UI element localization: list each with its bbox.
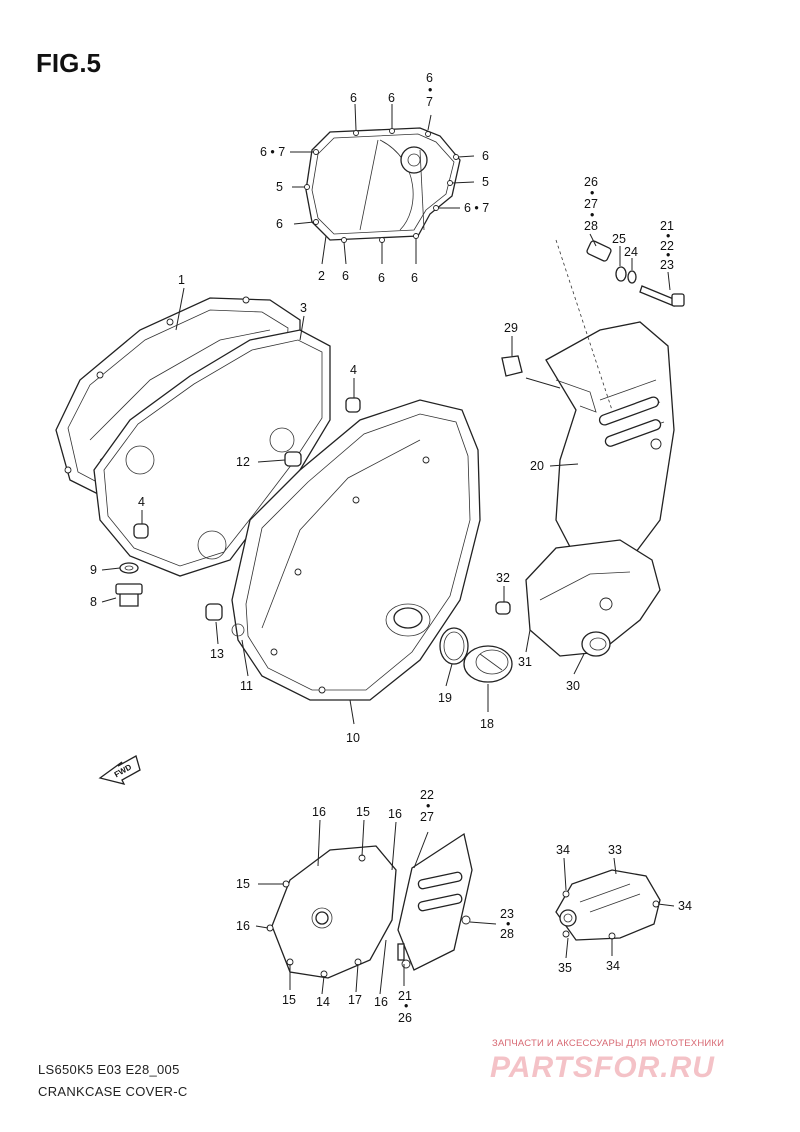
callout-22: 22 (420, 788, 434, 802)
leader-lines (101, 103, 675, 995)
callout-18: 18 (480, 717, 494, 731)
watermark-tagline: ЗАПЧАСТИ И АКСЕССУАРЫ ДЛЯ МОТОТЕХНИКИ (492, 1038, 725, 1049)
small-cover-part-33 (555, 869, 661, 941)
callout-20: 20 (530, 459, 544, 473)
callout-4: 4 (350, 363, 357, 377)
callout-33: 33 (608, 843, 622, 857)
callout-dot: • (428, 83, 432, 97)
callout-dot: • (506, 917, 510, 931)
callout-27: 27 (420, 810, 434, 824)
callout-29: 29 (504, 321, 518, 335)
callout-15: 15 (356, 805, 370, 819)
watermark-brand: PARTSFOR.RU (490, 1051, 715, 1084)
crankcase-gasket-part-3 (93, 329, 331, 577)
callout-5: 5 (482, 175, 489, 189)
callout-dot: • (666, 248, 670, 262)
crankcase-cover-part-10 (231, 399, 481, 701)
callout-6: 6 (350, 91, 357, 105)
dowel-part-12 (284, 451, 302, 467)
callout-28: 28 (584, 219, 598, 233)
callout-dot: • (426, 799, 430, 813)
cap-nut-part-29 (501, 355, 523, 377)
dowel-pins-part-4 (133, 397, 361, 539)
section-title: CRANKCASE COVER-C (38, 1084, 188, 1099)
callout-6: 6 (426, 71, 433, 85)
callout-15: 15 (236, 877, 250, 891)
callout-25: 25 (612, 232, 626, 246)
callout-6-7: 6 • 7 (464, 201, 489, 215)
callout-27: 27 (584, 197, 598, 211)
callout-6-7: 6 • 7 (260, 145, 285, 159)
callout-16: 16 (374, 995, 388, 1009)
callout-dot: • (666, 229, 670, 243)
callout-10: 10 (346, 731, 360, 745)
callout-26: 26 (398, 1011, 412, 1025)
callout-3: 3 (300, 301, 307, 315)
collar-part-28 (586, 240, 612, 262)
callout-6: 6 (378, 271, 385, 285)
bracket-part-31 (525, 539, 661, 657)
callout-7: 7 (426, 95, 433, 109)
callout-21: 21 (660, 219, 674, 233)
forward-direction-arrow: FWD (98, 755, 141, 785)
callout-1: 1 (178, 273, 185, 287)
callout-30: 30 (566, 679, 580, 693)
callout-14: 14 (316, 995, 330, 1009)
callout-6: 6 (342, 269, 349, 283)
callout-5: 5 (276, 180, 283, 194)
callout-labels: 6 6 6 • 7 6 • 7 6 5 5 6 6 • 7 2 6 6 6 26… (90, 71, 692, 1025)
callout-4: 4 (138, 495, 145, 509)
callout-9: 9 (90, 563, 97, 577)
callout-8: 8 (90, 595, 97, 609)
callout-24: 24 (624, 245, 638, 259)
washer-part-9 (119, 562, 139, 574)
callout-6: 6 (482, 149, 489, 163)
callout-dot: • (590, 186, 594, 200)
dowel-part-13 (205, 603, 223, 621)
callout-23: 23 (660, 258, 674, 272)
plug-part-18 (463, 645, 513, 683)
boss-part-30 (581, 631, 611, 657)
cover-assembly-part-14 (266, 845, 397, 979)
callout-23: 23 (500, 907, 514, 921)
callout-6: 6 (411, 271, 418, 285)
bolt-part-8 (115, 583, 143, 607)
washer-part-25 (615, 266, 627, 282)
o-ring-part-19 (439, 627, 469, 665)
callout-17: 17 (348, 993, 362, 1007)
callout-12: 12 (236, 455, 250, 469)
callout-19: 19 (438, 691, 452, 705)
callout-16: 16 (312, 805, 326, 819)
callout-34: 34 (606, 959, 620, 973)
clutch-cover-gasket-part-2 (304, 127, 461, 243)
sprocket-cover-part-20 (545, 321, 675, 567)
callout-21: 21 (398, 989, 412, 1003)
callout-6: 6 (276, 217, 283, 231)
callout-34: 34 (556, 843, 570, 857)
callout-22: 22 (660, 239, 674, 253)
callout-15: 15 (282, 993, 296, 1007)
washer-part-24 (627, 270, 637, 284)
callout-34: 34 (678, 899, 692, 913)
callout-16: 16 (388, 807, 402, 821)
callout-16: 16 (236, 919, 250, 933)
model-code: LS650K5 E03 E28_005 (38, 1062, 180, 1077)
callout-6: 6 (388, 91, 395, 105)
callout-11: 11 (240, 679, 253, 693)
sprocket-plate-part-22 (397, 832, 473, 971)
callout-35: 35 (558, 961, 572, 975)
figure-title: FIG.5 (36, 48, 102, 78)
callout-dot: • (404, 999, 408, 1013)
callout-13: 13 (210, 647, 224, 661)
callout-dot: • (590, 208, 594, 222)
callout-32: 32 (496, 571, 510, 585)
bolt-part-23 (639, 285, 685, 307)
callout-28: 28 (500, 927, 514, 941)
callout-2: 2 (318, 269, 325, 283)
dowel-part-32 (495, 601, 511, 615)
callout-26: 26 (584, 175, 598, 189)
callout-31: 31 (518, 655, 532, 669)
